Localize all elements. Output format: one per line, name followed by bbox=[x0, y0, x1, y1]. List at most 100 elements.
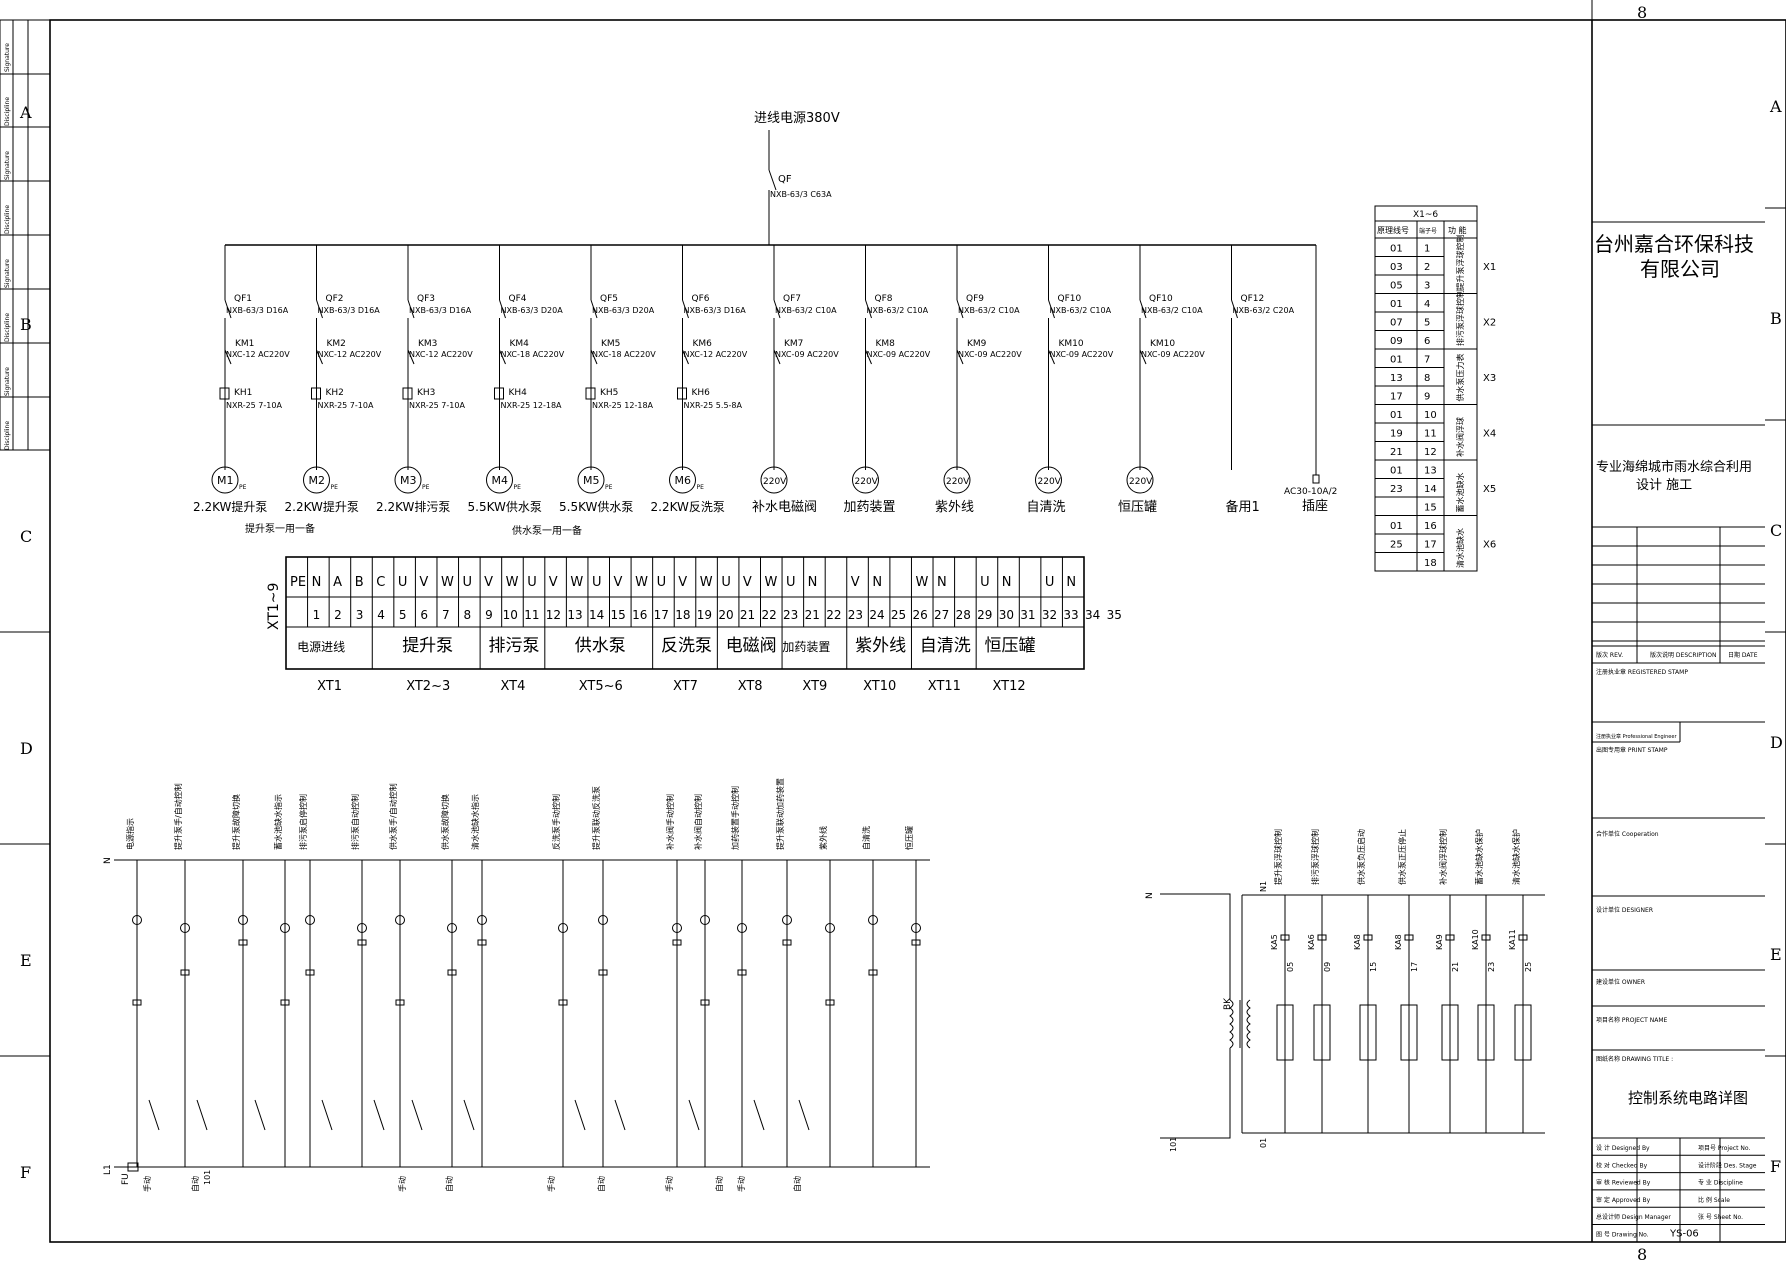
breaker-model: NXB-63/2 C10A bbox=[775, 306, 837, 315]
switch-contact bbox=[798, 1099, 810, 1131]
incoming-power-label: 进线电源380V bbox=[754, 111, 840, 126]
contactor-model: NXC-12 AC220V bbox=[226, 350, 290, 359]
breaker-model: NXB-63/3 D20A bbox=[501, 306, 564, 315]
terminal-group-tag: XT5~6 bbox=[579, 679, 623, 694]
control-function-label: 提升泵手/自动控制 bbox=[173, 783, 183, 850]
strip-label: Signature bbox=[4, 367, 11, 396]
control-function-label: 排污泵启停控制 bbox=[298, 794, 308, 850]
mode-label: 手动 bbox=[546, 1176, 556, 1192]
float-terminal-number: 18 bbox=[1424, 558, 1437, 569]
mode-label: 自动 bbox=[596, 1176, 606, 1192]
wire-number: 09 bbox=[1323, 962, 1332, 972]
float-terminal-number: 16 bbox=[1424, 521, 1437, 532]
control-column bbox=[238, 860, 248, 1167]
breaker-model: NXB-63/3 D16A bbox=[409, 306, 472, 315]
relay-coil bbox=[477, 939, 487, 946]
float-line-number: 01 bbox=[1390, 299, 1403, 310]
terminal-number: 21 bbox=[805, 608, 820, 622]
indicator-lamp bbox=[477, 915, 487, 925]
terminal-group-name: 加药装置 bbox=[782, 640, 830, 654]
breaker-model: NXB-63/2 C10A bbox=[867, 306, 929, 315]
float-function: 供水泵压力表 bbox=[1455, 354, 1465, 402]
wire-number: 15 bbox=[1369, 962, 1378, 972]
breaker-model: NXB-63/3 D16A bbox=[684, 306, 747, 315]
terminal-number: 6 bbox=[420, 608, 428, 622]
thermal-relay-model: NXR-25 7-10A bbox=[409, 401, 465, 410]
control-function-label: 提升泵联动反洗泵 bbox=[591, 786, 601, 850]
transformer-label: BK bbox=[1223, 997, 1233, 1010]
float-terminal-number: 3 bbox=[1424, 281, 1430, 292]
row-letter-right: C bbox=[1770, 521, 1782, 540]
switch-contact bbox=[321, 1099, 333, 1131]
indicator-lamp bbox=[558, 923, 568, 933]
terminal-signal: N bbox=[1002, 575, 1012, 590]
contactor-tag: KM8 bbox=[876, 339, 896, 349]
sign-field-label: 专 业 Discipline bbox=[1698, 1179, 1743, 1187]
control-column bbox=[305, 860, 315, 1167]
title-block: 台州嘉合环保科技 有限公司 专业海绵城市雨水综合利用 设计 施工 版次 REV.… bbox=[1592, 221, 1765, 1242]
mode-label: 手动 bbox=[664, 1176, 674, 1192]
strip-label: Discipline bbox=[4, 313, 11, 342]
float-terminal-number: 14 bbox=[1424, 484, 1437, 495]
contactor-switch bbox=[956, 349, 964, 365]
relay-tag: KA10 bbox=[1471, 929, 1480, 950]
terminal-signal: V bbox=[484, 575, 493, 590]
indicator-lamp bbox=[825, 923, 835, 933]
row-letter-left: E bbox=[20, 951, 32, 970]
terminal-strip-title: XT1~9 bbox=[266, 583, 282, 630]
load-label: 恒压罐 bbox=[1118, 500, 1157, 515]
control-column bbox=[477, 860, 487, 1167]
contactor-switch bbox=[499, 349, 506, 365]
control-circuit-right: N 101 N1 01 BK 提升泵浮球控制KA505排污泵浮球控制KA609供… bbox=[1145, 829, 1545, 1152]
breaker-tag: QF2 bbox=[326, 294, 344, 304]
breaker-tag: QF5 bbox=[600, 294, 618, 304]
terminal-group-tag: XT2~3 bbox=[406, 679, 450, 694]
valve-load-symbol bbox=[943, 466, 971, 494]
rev-header-desc: 版次说明 DESCRIPTION bbox=[1650, 651, 1717, 659]
indicator-lamp bbox=[180, 923, 190, 933]
terminal-number: 29 bbox=[977, 608, 992, 622]
relay-contact bbox=[1518, 934, 1528, 941]
terminal-number: 15 bbox=[611, 608, 626, 622]
float-line-number: 01 bbox=[1390, 466, 1403, 477]
terminal-signal: U bbox=[980, 575, 990, 590]
control-column bbox=[825, 860, 835, 1167]
terminal-number: 9 bbox=[485, 608, 493, 622]
sign-field-label: YS-06 bbox=[1669, 1229, 1699, 1240]
terminal-group-name: 反洗泵 bbox=[661, 636, 712, 656]
terminal-number: 20 bbox=[718, 608, 733, 622]
terminal-number: 35 bbox=[1107, 608, 1122, 622]
terminal-signal: C bbox=[376, 575, 385, 590]
switch-contact bbox=[753, 1099, 765, 1131]
print-stamp-label: 出图专用章 PRINT STAMP bbox=[1596, 746, 1668, 754]
float-terminal-number: 9 bbox=[1424, 392, 1430, 403]
thermal-relay bbox=[219, 387, 230, 400]
breaker-switch bbox=[407, 299, 415, 319]
float-group-tag: X4 bbox=[1483, 428, 1496, 439]
row-letter-right: B bbox=[1770, 309, 1782, 328]
row-letter-left: D bbox=[20, 739, 33, 758]
control-function-label: 补水阀自动控制 bbox=[693, 794, 703, 850]
float-line-number: 03 bbox=[1390, 262, 1403, 273]
breaker-tag: QF1 bbox=[234, 294, 252, 304]
lift-pump-note: 提升泵一用一备 bbox=[245, 522, 315, 535]
float-group-tag: X6 bbox=[1483, 539, 1496, 550]
load-label: 5.5KW供水泵 bbox=[559, 500, 633, 514]
switch-contact bbox=[148, 1099, 160, 1131]
contactor-tag: KM2 bbox=[327, 339, 346, 349]
right-rail-101-label: 101 bbox=[1169, 1137, 1178, 1152]
valve-load-symbol bbox=[760, 466, 788, 494]
right-control-label: 蓄水池缺水保护 bbox=[1474, 829, 1484, 885]
breaker-switch bbox=[224, 299, 232, 319]
float-terminal-number: 6 bbox=[1424, 336, 1430, 347]
load-label: 紫外线 bbox=[935, 500, 974, 515]
terminal-signal: V bbox=[419, 575, 428, 590]
terminal-group-tag: XT11 bbox=[928, 679, 961, 694]
